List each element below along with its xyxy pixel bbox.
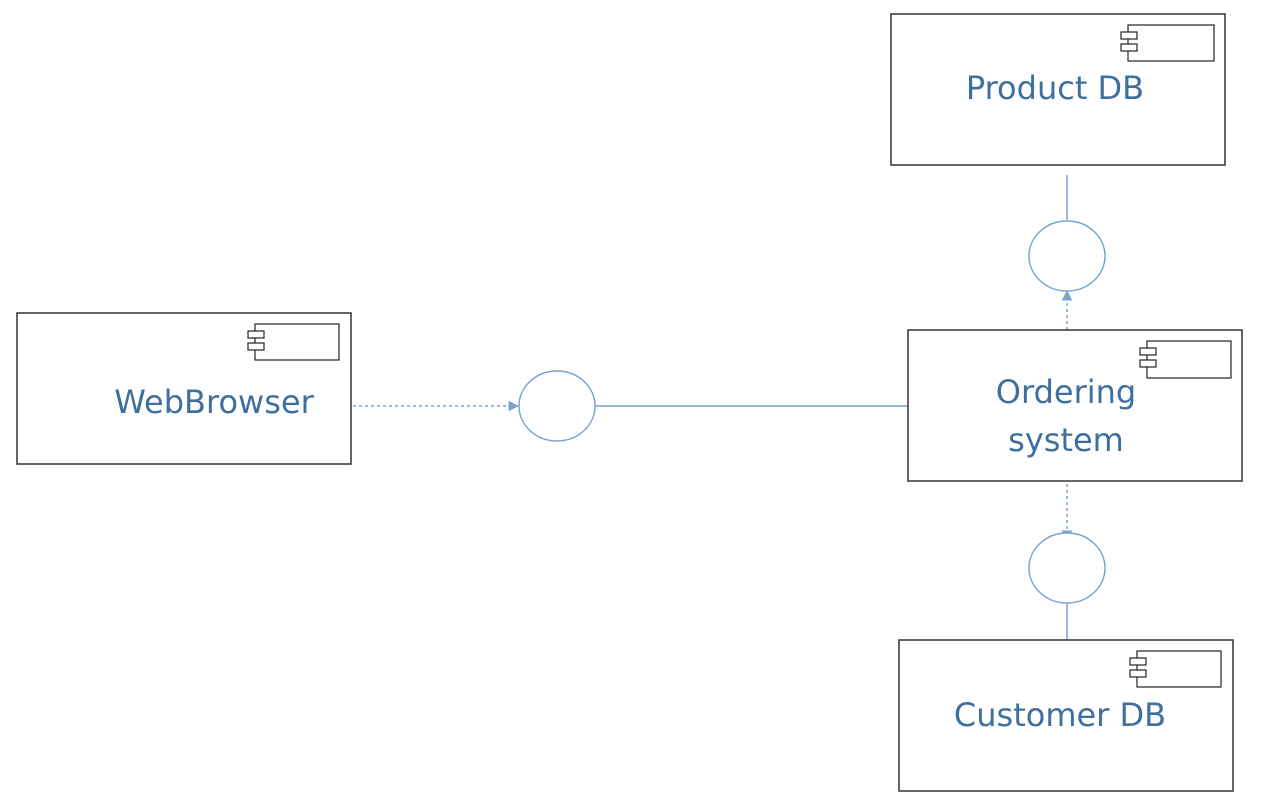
component-label-line-2: system [1008,421,1124,459]
component-icon [247,323,340,361]
product-interface-circle[interactable] [1028,220,1106,292]
interfaces [518,220,1106,604]
component-label: Customer DB [954,696,1166,734]
customer-interface-circle[interactable] [1028,532,1106,604]
component-product-db[interactable]: Product DB [890,13,1226,166]
component-icon [1139,340,1232,379]
component-label: WebBrowser [114,383,314,421]
ordering-interface-circle[interactable] [518,370,596,442]
component-icon [1120,24,1215,62]
component-customer-db[interactable]: Customer DB [898,639,1234,792]
component-icon [1129,650,1222,688]
component-ordering-system[interactable]: Ordering system [907,329,1243,482]
component-webbrowser[interactable]: WebBrowser [16,312,352,465]
component-label: Product DB [966,69,1144,107]
component-label: Ordering [996,373,1136,411]
